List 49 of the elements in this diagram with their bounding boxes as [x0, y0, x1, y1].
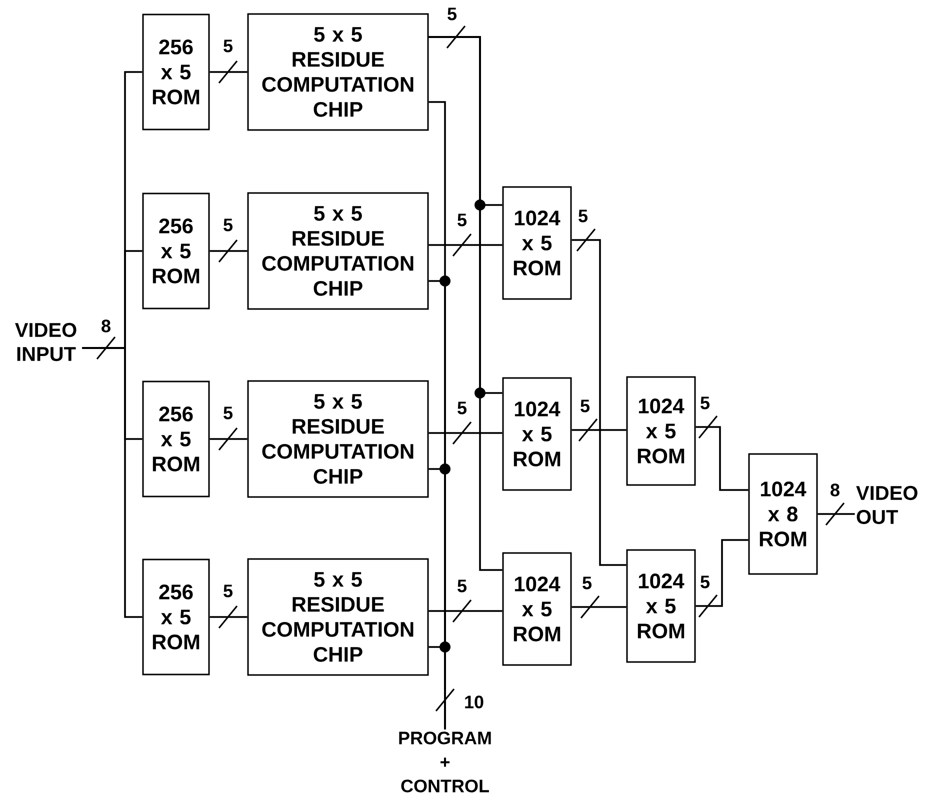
edge-label: 5: [456, 212, 468, 228]
edge-label: 5: [222, 38, 234, 54]
edge-label: 5: [699, 396, 711, 410]
signal-line: [696, 539, 748, 607]
edge-label: 5: [699, 574, 711, 590]
signal-line: [572, 429, 626, 431]
output-label: VIDEO OUT: [856, 486, 918, 524]
edge-label: 10: [463, 694, 486, 710]
rom-box: 256 x 5 ROM: [142, 558, 210, 676]
rom-box: 256 x 5 ROM: [142, 380, 210, 498]
chip-box: 5 x 5 RESIDUE COMPUTATION CHIP: [247, 192, 429, 310]
rom-box: 1024 x 5 ROM: [626, 376, 696, 486]
signal-line: [210, 438, 248, 440]
rom-box: 1024 x 5 ROM: [502, 377, 572, 491]
edge-label: 5: [222, 584, 234, 598]
edge-label: 5: [456, 400, 468, 416]
signal-line: [428, 432, 502, 434]
edge-label: 5: [581, 576, 593, 590]
edge-label: 8: [829, 482, 841, 498]
signal-line: [428, 36, 502, 571]
edge-label: 8: [100, 318, 112, 334]
signal-line: [818, 513, 855, 515]
rom-box: 1024 x 5 ROM: [626, 549, 696, 663]
signal-line: [572, 606, 626, 608]
signal-line: [82, 347, 142, 618]
signal-line: [210, 71, 248, 73]
edge-label: 5: [222, 218, 234, 232]
rom-box: 1024 x 5 ROM: [502, 186, 572, 300]
signal-line: [428, 610, 502, 612]
signal-line: [428, 646, 446, 730]
signal-line: [210, 250, 248, 252]
signal-line: [572, 239, 626, 566]
rom-box: 1024 x 5 ROM: [502, 552, 572, 666]
chip-box: 5 x 5 RESIDUE COMPUTATION CHIP: [247, 380, 429, 498]
rom-box: 1024 x 8 ROM: [748, 453, 818, 575]
chip-box: 5 x 5 RESIDUE COMPUTATION CHIP: [247, 558, 429, 676]
signal-line: [696, 426, 748, 491]
edge-label: 5: [222, 406, 234, 420]
rom-box: 256 x 5 ROM: [142, 14, 210, 130]
signal-line: [428, 244, 502, 246]
edge-label: 5: [456, 578, 468, 594]
input-label: VIDEO INPUT: [15, 322, 76, 362]
rom-box: 256 x 5 ROM: [142, 192, 210, 310]
control-input-label: PROGRAM + CONTROL: [399, 732, 491, 792]
signal-line: [210, 616, 248, 618]
edge-label: 5: [446, 6, 458, 22]
edge-label: 5: [579, 398, 591, 414]
edge-label: 5: [577, 208, 589, 224]
chip-box: 5 x 5 RESIDUE COMPUTATION CHIP: [247, 13, 429, 131]
